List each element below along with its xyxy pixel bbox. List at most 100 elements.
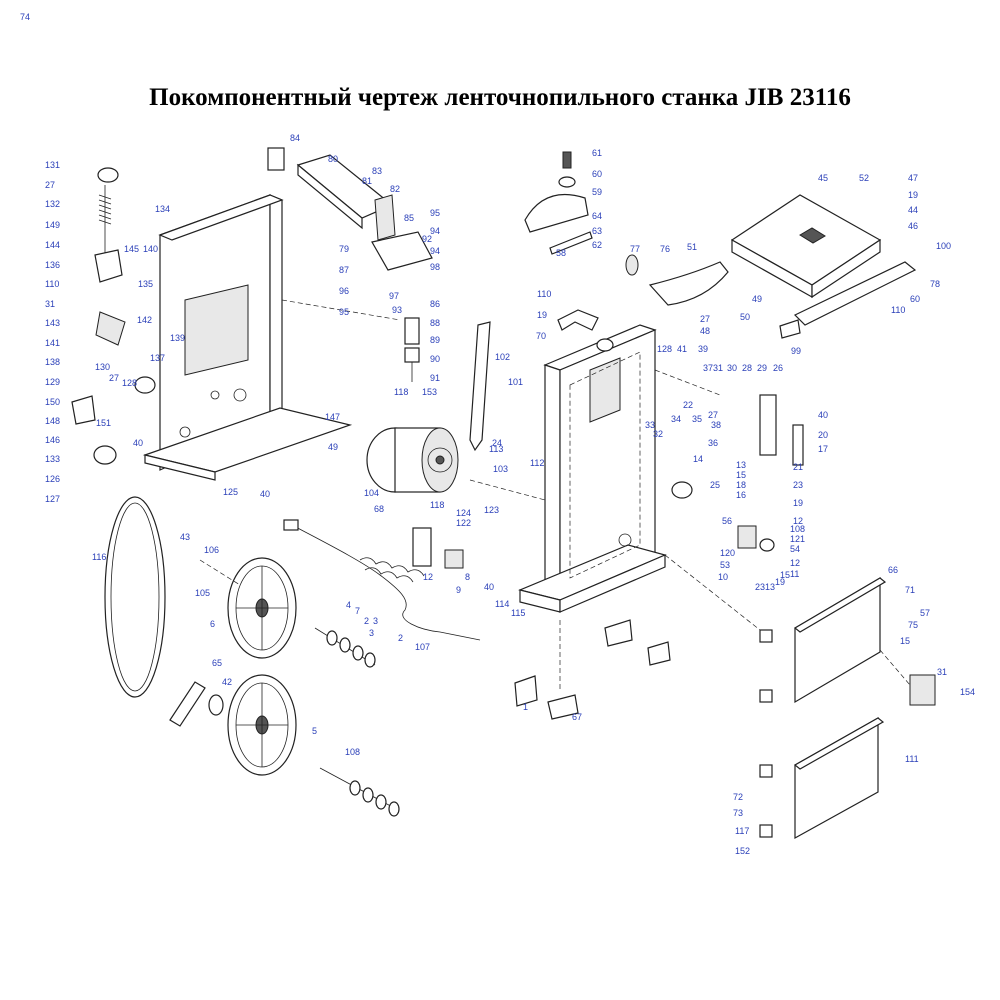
callout-number: 67: [572, 712, 582, 722]
callout-number: 131: [45, 160, 60, 170]
callout-number: 72: [733, 792, 743, 802]
callout-number: 125: [223, 487, 238, 497]
callout-number: 31: [937, 667, 947, 677]
callout-number: 25: [710, 480, 720, 490]
callout-number: 37: [703, 363, 713, 373]
callout-number: 19: [775, 577, 785, 587]
callout-number: 95: [430, 208, 440, 218]
callout-number: 113: [489, 444, 503, 454]
callout-number: 9: [456, 585, 461, 595]
callout-number: 15: [736, 470, 746, 480]
callout-number: 19: [793, 498, 803, 508]
callout-number: 139: [170, 333, 185, 343]
callout-number: 32: [653, 429, 663, 439]
callout-number: 56: [722, 516, 732, 526]
callout-number: 36: [708, 438, 718, 448]
callout-number: 107: [415, 642, 430, 652]
table-trunnion: [625, 254, 729, 306]
callout-number: 54: [790, 544, 800, 554]
callout-number: 134: [155, 204, 170, 214]
assembly-lines: [199, 299, 911, 690]
lower-guide-assembly: [671, 394, 804, 552]
callout-number: 26: [773, 363, 783, 373]
callout-number: 30: [727, 363, 737, 373]
power-cord: [283, 519, 481, 641]
callout-number: 80: [328, 154, 338, 164]
upper-frame: [142, 194, 353, 481]
callout-number: 141: [45, 338, 60, 348]
callout-number: 149: [45, 220, 60, 230]
callout-number: 94: [430, 246, 440, 256]
callout-number: 2: [398, 633, 403, 643]
blade-guard: [469, 321, 491, 452]
callout-number: 65: [212, 658, 222, 668]
callout-number: 128: [122, 378, 137, 388]
callout-number: 90: [430, 354, 440, 364]
callout-number: 70: [536, 331, 546, 341]
callout-number: 14: [693, 454, 703, 464]
callout-number: 58: [556, 248, 566, 258]
callout-number: 81: [362, 176, 372, 186]
motor: [366, 427, 459, 493]
callout-number: 16: [736, 490, 746, 500]
callout-number: 10: [718, 572, 728, 582]
callout-number: 21: [793, 462, 803, 472]
callout-number: 130: [95, 362, 110, 372]
callout-number: 68: [374, 504, 384, 514]
callout-number: 59: [592, 187, 602, 197]
callout-number: 23: [755, 582, 765, 592]
callout-number: 73: [733, 808, 743, 818]
lower-door: [759, 716, 885, 840]
callout-number: 150: [45, 397, 60, 407]
callout-number: 3: [369, 628, 374, 638]
callout-number: 31: [45, 299, 55, 309]
callout-number: 63: [592, 226, 602, 236]
callout-number: 2: [364, 616, 369, 626]
callout-number: 40: [484, 582, 494, 592]
callout-number: 124: [456, 508, 471, 518]
callout-number: 147: [325, 412, 340, 422]
callout-number: 46: [908, 221, 918, 231]
callout-number: 17: [818, 444, 828, 454]
callout-number: 118: [394, 387, 408, 397]
callout-number: 112: [530, 458, 544, 468]
callout-number: 60: [592, 169, 602, 179]
callout-number: 57: [920, 608, 930, 618]
callout-number: 138: [45, 357, 60, 367]
callout-number: 43: [180, 532, 190, 542]
callout-number: 133: [45, 454, 60, 464]
callout-number: 41: [677, 344, 687, 354]
callout-number: 116: [92, 552, 106, 562]
callout-number: 27: [708, 410, 718, 420]
callout-number: 126: [45, 474, 60, 484]
callout-number: 117: [735, 826, 749, 836]
callout-number: 44: [908, 205, 918, 215]
diagram-title: Покомпонентный чертеж ленточнопильного с…: [149, 84, 851, 111]
callout-number: 27: [109, 373, 119, 383]
callout-number: 93: [392, 305, 402, 315]
switch-box: [412, 527, 464, 569]
callout-number: 104: [364, 488, 379, 498]
callout-number: 78: [930, 279, 940, 289]
callout-number: 85: [404, 213, 414, 223]
callout-number: 3: [373, 616, 378, 626]
callout-number: 62: [592, 240, 602, 250]
callout-number: 19: [537, 310, 547, 320]
callout-number: 118: [430, 500, 444, 510]
callout-number: 11: [790, 569, 799, 579]
callout-number: 50: [740, 312, 750, 322]
callout-number: 154: [960, 687, 975, 697]
rip-fence: [267, 147, 433, 271]
callout-number: 60: [910, 294, 920, 304]
lower-wheel: [227, 674, 297, 776]
callout-number: 33: [645, 420, 655, 430]
callout-number: 71: [905, 585, 915, 595]
callout-number: 153: [422, 387, 437, 397]
callout-number: 38: [711, 420, 721, 430]
callout-number: 27: [700, 314, 710, 324]
callout-number: 143: [45, 318, 60, 328]
callout-number: 98: [430, 262, 440, 272]
callout-number: 146: [45, 435, 60, 445]
